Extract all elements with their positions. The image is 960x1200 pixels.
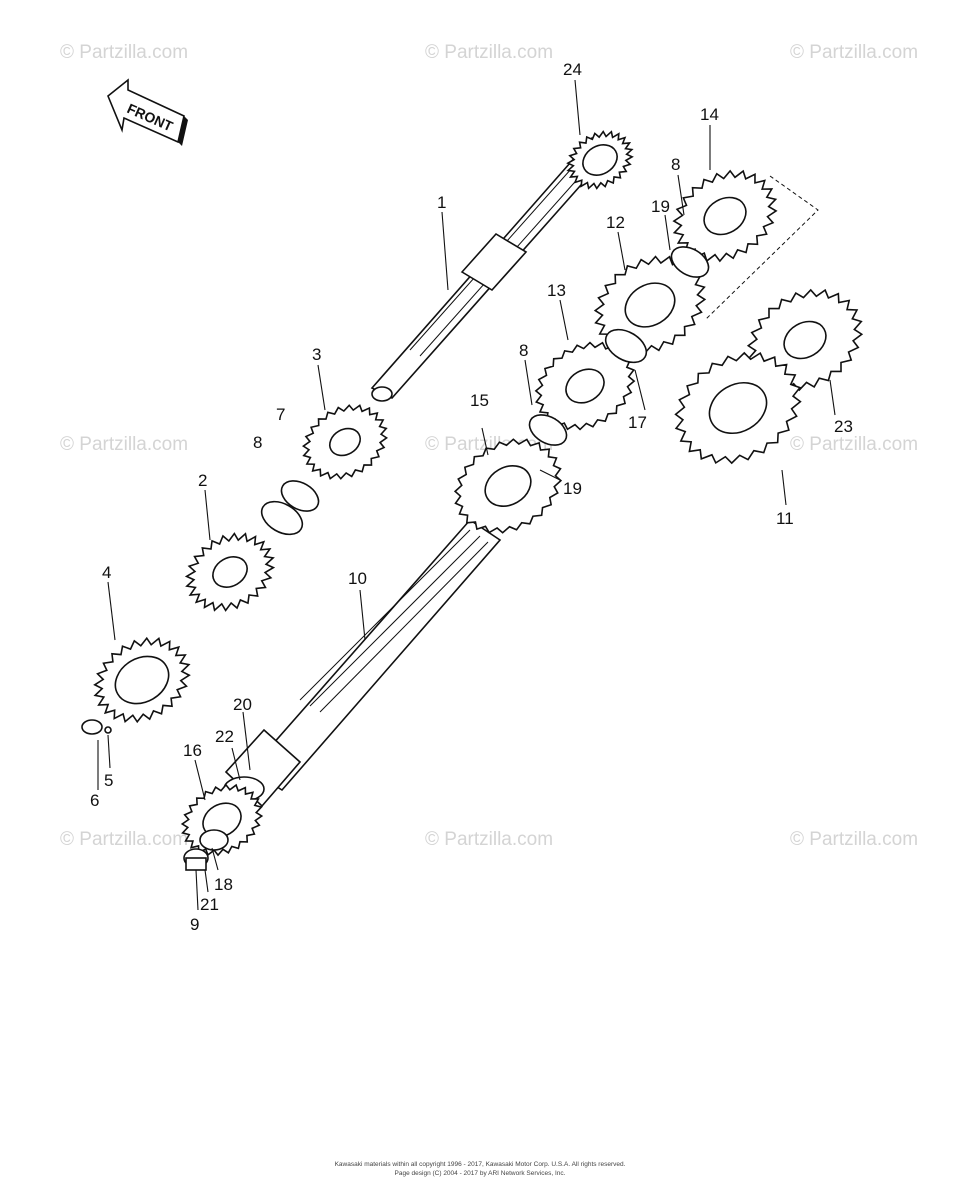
footer-line-2: Page design (C) 2004 - 2017 by ARI Netwo…: [395, 1170, 566, 1177]
watermark: © Partzilla.com: [790, 434, 918, 455]
gear-2: [184, 532, 276, 612]
gear-bore: [114, 655, 170, 705]
circlip-6: [81, 719, 103, 735]
gear-16: [180, 783, 264, 857]
callout-20: 20: [233, 695, 252, 714]
callout-19: 19: [651, 197, 670, 216]
gear-4: [93, 636, 191, 724]
callout-2: 2: [198, 471, 207, 490]
watermark: © Partzilla.com: [425, 42, 553, 63]
callout-9: 9: [190, 915, 199, 934]
callout-7: 7: [276, 405, 285, 424]
gear-bore: [329, 427, 361, 457]
gear-15: [453, 438, 563, 534]
callout-15: 15: [470, 391, 489, 410]
gear-bore: [783, 320, 827, 360]
main-shaft: [370, 136, 614, 402]
ball-5: [104, 726, 112, 734]
callout-21: 21: [200, 895, 219, 914]
gear-14: [672, 169, 778, 263]
callout-8: 8: [671, 155, 680, 174]
assembly-bracket: [704, 175, 819, 321]
watermark: © Partzilla.com: [790, 829, 918, 850]
ring-17: [604, 328, 648, 364]
callout-12: 12: [606, 213, 625, 232]
callout-1: 1: [437, 193, 446, 212]
callout-5: 5: [104, 771, 113, 790]
watermark: © Partzilla.com: [60, 42, 188, 63]
callout-18: 18: [214, 875, 233, 894]
footer-copyright: Kawasaki materials within all copyright …: [335, 1161, 626, 1177]
gear-11: [674, 351, 802, 465]
callout-8: 8: [253, 433, 262, 452]
gear-bore: [708, 381, 768, 435]
gear-24: [566, 130, 634, 190]
gear-bore: [565, 368, 605, 404]
watermark: © Partzilla.com: [60, 434, 188, 455]
callout-23: 23: [834, 417, 853, 436]
callout-19: 19: [563, 479, 582, 498]
bearing-18: [199, 829, 229, 851]
gear-bore: [582, 144, 618, 176]
bolt-9: [183, 848, 209, 871]
callout-17: 17: [628, 413, 647, 432]
callout-6: 6: [90, 791, 99, 810]
watermark-layer: © Partzilla.com © Partzilla.com © Partzi…: [60, 42, 918, 850]
callout-24: 24: [563, 60, 582, 79]
gear-bore: [212, 556, 248, 588]
footer-line-1: Kawasaki materials within all copyright …: [335, 1161, 626, 1168]
gear-bore: [624, 282, 676, 328]
drive-shaft: [248, 518, 502, 792]
gear-bore: [484, 465, 532, 507]
gear-13: [534, 341, 636, 431]
callout-22: 22: [215, 727, 234, 746]
gear-bore: [703, 196, 747, 236]
callout-14: 14: [700, 105, 719, 124]
front-arrow-icon: FRONT: [107, 78, 188, 146]
gear-bore: [202, 802, 242, 838]
callout-11: 11: [776, 509, 794, 528]
callout-10: 10: [348, 569, 367, 588]
callout-4: 4: [102, 563, 111, 582]
washer-8-mid: [528, 414, 568, 446]
callout-8: 8: [519, 341, 528, 360]
washer-8-left: [260, 480, 320, 536]
callout-16: 16: [183, 741, 202, 760]
callout-3: 3: [312, 345, 321, 364]
watermark: © Partzilla.com: [60, 829, 188, 850]
leader-lines: [97, 79, 836, 911]
callout-labels: 24 1 3 7 8 2 4 5 6 10 14 8 19 12 13 8 15…: [90, 60, 853, 934]
washer-8-right: [670, 246, 710, 278]
callout-13: 13: [547, 281, 566, 300]
watermark: © Partzilla.com: [425, 829, 553, 850]
watermark: © Partzilla.com: [790, 42, 918, 63]
gear-3: [301, 404, 389, 480]
